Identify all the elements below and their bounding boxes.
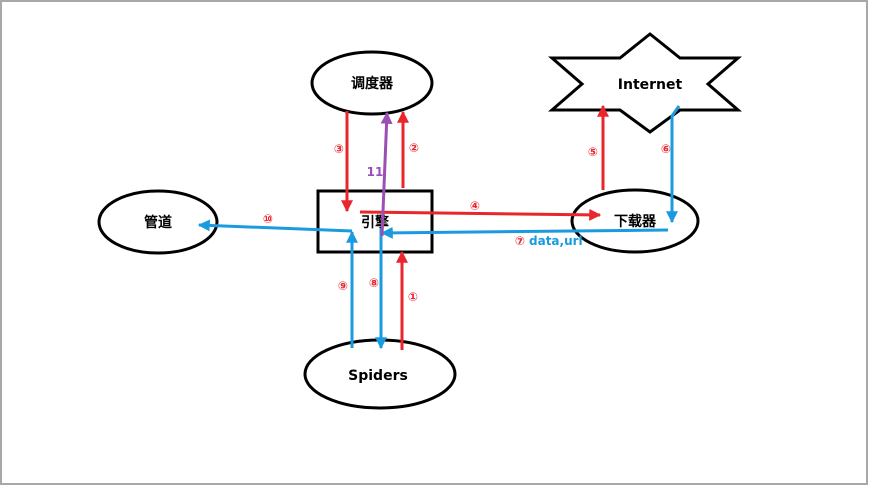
internet-label: Internet bbox=[618, 77, 683, 93]
downloader-node: 下载器 bbox=[570, 188, 700, 254]
step-label-2: ② bbox=[409, 141, 419, 155]
spiders-label: Spiders bbox=[348, 368, 408, 384]
internet-node: Internet bbox=[547, 32, 743, 134]
pipeline-node: 管道 bbox=[97, 189, 219, 255]
data-url-label: data,url bbox=[529, 234, 583, 248]
edge-7-downloader-to-engine bbox=[380, 226, 669, 239]
step-label-10: ⑩ bbox=[263, 212, 273, 226]
scheduler-node: 调度器 bbox=[310, 50, 434, 116]
step-label-4: ④ bbox=[470, 199, 480, 213]
spiders-node: Spiders bbox=[303, 338, 457, 410]
step-label-11: 11 bbox=[367, 165, 384, 179]
edge-4-engine-to-downloader bbox=[359, 208, 602, 221]
step-label-3: ③ bbox=[334, 142, 344, 156]
downloader-label: 下载器 bbox=[614, 213, 657, 230]
edge-6-internet-to-downloader bbox=[666, 105, 681, 224]
step-label-5: ⑤ bbox=[588, 145, 598, 159]
pipeline-label: 管道 bbox=[144, 214, 172, 231]
step-label-9: ⑨ bbox=[338, 279, 348, 293]
step-label-6: ⑥ bbox=[661, 142, 671, 156]
step-label-8: ⑧ bbox=[369, 276, 379, 290]
engine-label: 引擎 bbox=[361, 214, 389, 231]
step-label-7: ⑦ bbox=[515, 234, 525, 248]
step-label-1: ① bbox=[408, 290, 418, 304]
scheduler-label: 调度器 bbox=[351, 75, 394, 92]
edge-10-engine-to-pipeline bbox=[197, 219, 353, 233]
engine-node: 引擎 bbox=[316, 189, 434, 254]
edge-11-engine-to-scheduler bbox=[380, 111, 393, 237]
